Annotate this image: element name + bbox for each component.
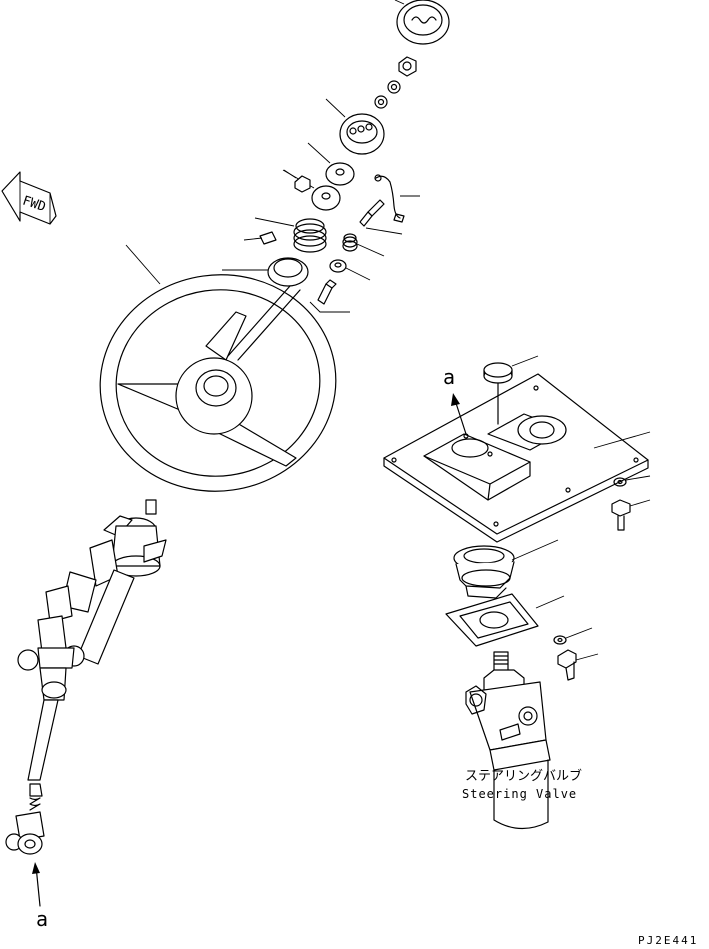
horn-contact-pin: [359, 199, 403, 235]
horn-cap: [394, 0, 450, 45]
valve-gasket: [445, 593, 565, 647]
plate-washer: [613, 475, 651, 487]
contact-plate-upper: [307, 142, 355, 186]
column-boot: [453, 539, 559, 599]
valve-washer: [553, 627, 593, 645]
fwd-label: FWD: [20, 194, 47, 216]
steering-column-assembly: [5, 499, 167, 855]
contact-spring: [254, 217, 327, 253]
steering-valve: [465, 651, 551, 830]
plate-bolt: [611, 499, 651, 531]
horn-wire: [374, 174, 420, 223]
drawing-code: PJ2E441: [638, 934, 698, 947]
reference-letter-a-top: a: [443, 365, 455, 389]
steering-valve-label-jp: ステアリングバルブ: [465, 768, 582, 784]
column-bushing: [222, 257, 309, 287]
spring-washer: [387, 80, 401, 94]
steering-valve-label-en: Steering Valve: [462, 787, 577, 801]
horn-nut: [398, 56, 417, 77]
reference-arrow-a-bottom: a: [32, 862, 48, 931]
cap-plug: [483, 355, 539, 425]
floor-plate: [383, 373, 651, 543]
small-spring: [342, 233, 385, 257]
reference-arrow-a-top: a: [443, 365, 467, 435]
flat-washer: [374, 95, 388, 109]
steering-wheel: [99, 244, 337, 492]
retainer-washer: [329, 259, 371, 281]
valve-bolt: [557, 649, 599, 681]
contact-bolt: [309, 279, 350, 313]
reference-letter-a-bottom: a: [36, 907, 48, 931]
small-screw: [283, 169, 311, 193]
horn-plate: [325, 98, 385, 155]
fwd-direction-arrow: FWD: [1, 171, 57, 225]
shim-plate: [243, 231, 277, 245]
